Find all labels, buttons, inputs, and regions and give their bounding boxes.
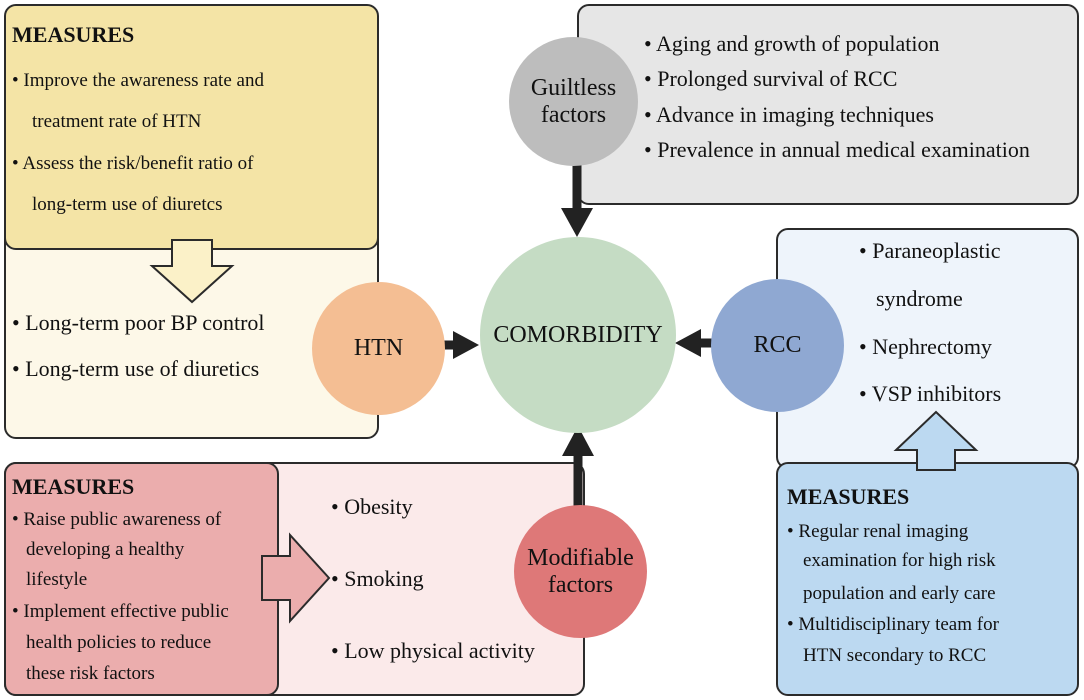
htn-measures-down-arrow bbox=[149, 239, 235, 304]
modifiable-measures-title: MEASURES bbox=[12, 474, 135, 499]
rcc-measure-line: • Regular renal imaging bbox=[787, 521, 969, 542]
modifiable-factors-circle: Modifiable factors bbox=[514, 505, 647, 638]
htn-measure-line: • Improve the awareness rate and bbox=[12, 70, 264, 91]
htn-label: HTN bbox=[353, 335, 404, 361]
htn-factor-item: • Long-term use of diuretics bbox=[12, 356, 260, 381]
guiltless-label-line1: Guiltless bbox=[530, 74, 617, 101]
htn-measures-box bbox=[4, 4, 379, 250]
guiltless-label-line2: factors bbox=[540, 101, 607, 128]
rcc-factor-line: • Nephrectomy bbox=[859, 334, 992, 359]
guiltless-item: • Prolonged survival of RCC bbox=[644, 66, 898, 91]
rcc-to-comorbidity-arrow bbox=[675, 329, 701, 357]
modifiable-measures-right-arrow bbox=[261, 532, 331, 624]
htn-measure-line: • Assess the risk/benefit ratio of bbox=[12, 153, 254, 174]
guiltless-to-comorbidity-arrow bbox=[561, 208, 593, 237]
rcc-circle: RCC bbox=[711, 279, 844, 412]
comorbidity-label: COMORBIDITY bbox=[493, 321, 663, 348]
guiltless-item: • Prevalence in annual medical examinati… bbox=[644, 137, 1030, 162]
rcc-label: RCC bbox=[753, 332, 802, 358]
guiltless-item: • Aging and growth of population bbox=[644, 31, 940, 56]
comorbidity-circle: COMORBIDITY bbox=[480, 237, 676, 433]
rcc-measure-line: HTN secondary to RCC bbox=[803, 645, 987, 666]
htn-to-comorbidity-arrow bbox=[453, 331, 479, 359]
guiltless-factors-circle: Guiltless factors bbox=[509, 37, 638, 166]
guiltless-factors-box bbox=[577, 4, 1079, 205]
rcc-factor-line: syndrome bbox=[876, 286, 963, 311]
rcc-factor-line: • Paraneoplastic bbox=[859, 238, 1001, 263]
modifiable-label-line1: Modifiable bbox=[527, 544, 634, 571]
htn-measures-title: MEASURES bbox=[12, 22, 135, 47]
htn-circle: HTN bbox=[312, 282, 445, 415]
modifiable-measures-box bbox=[4, 462, 279, 696]
htn-measure-line: treatment rate of HTN bbox=[32, 111, 202, 132]
modifiable-measure-line: • Implement effective public bbox=[12, 601, 229, 622]
rcc-measure-line: • Multidisciplinary team for bbox=[787, 614, 999, 635]
modifiable-measure-line: lifestyle bbox=[26, 569, 88, 590]
rcc-measures-title: MEASURES bbox=[787, 484, 910, 509]
modifiable-factor-item: • Smoking bbox=[331, 566, 424, 591]
guiltless-item: • Advance in imaging techniques bbox=[644, 102, 934, 127]
htn-measure-line: long-term use of diuretcs bbox=[32, 194, 223, 215]
modifiable-to-comorbidity-arrow bbox=[562, 426, 594, 456]
modifiable-measure-line: developing a healthy bbox=[26, 539, 185, 560]
rcc-factor-line: • VSP inhibitors bbox=[859, 381, 1002, 406]
modifiable-measure-line: health policies to reduce bbox=[26, 632, 212, 653]
modifiable-factor-item: • Low physical activity bbox=[331, 638, 535, 663]
rcc-measures-up-arrow bbox=[893, 410, 979, 471]
modifiable-measure-line: these risk factors bbox=[26, 663, 155, 684]
htn-factor-item: • Long-term poor BP control bbox=[12, 310, 265, 335]
rcc-measure-line: examination for high risk bbox=[803, 550, 996, 571]
modifiable-measure-line: • Raise public awareness of bbox=[12, 509, 222, 530]
modifiable-factor-item: • Obesity bbox=[331, 494, 413, 519]
rcc-measure-line: population and early care bbox=[803, 583, 996, 604]
modifiable-label-line2: factors bbox=[547, 571, 614, 598]
